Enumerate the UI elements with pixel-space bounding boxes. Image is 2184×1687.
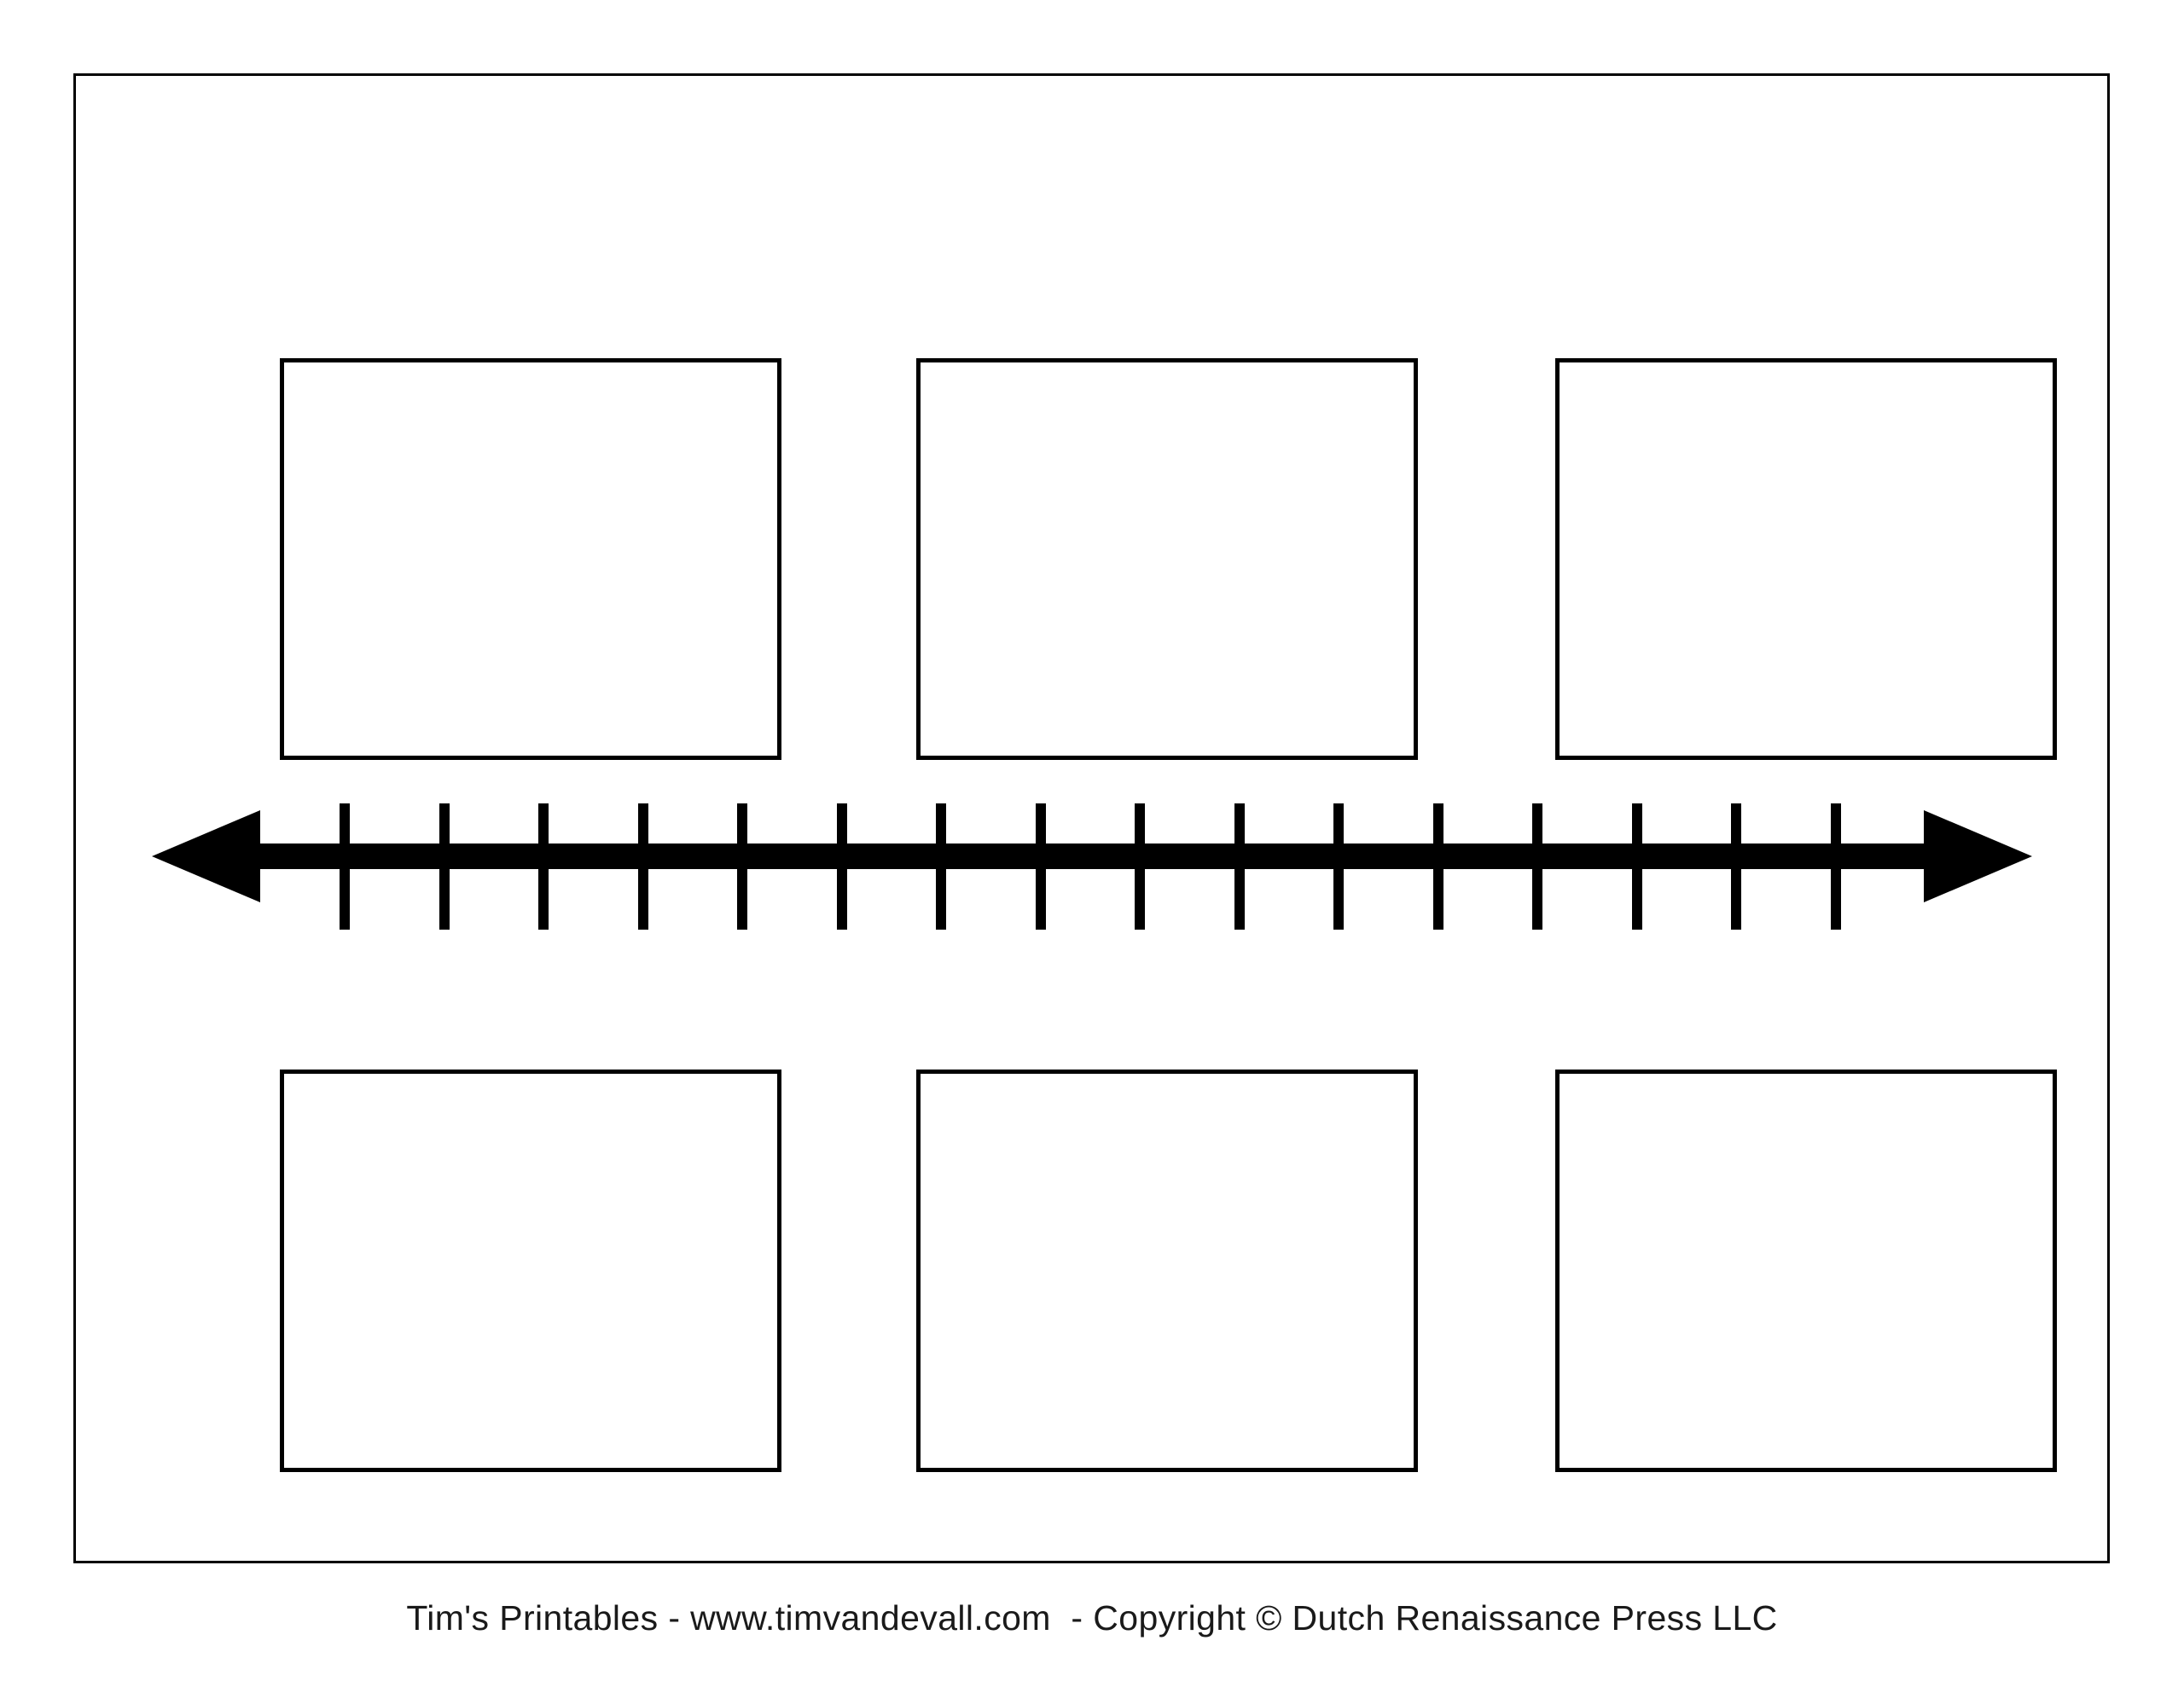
number-line[interactable] bbox=[0, 759, 2184, 930]
number-line-graphic bbox=[152, 803, 2032, 930]
arrow-right-icon bbox=[1924, 810, 2032, 902]
top-box-3[interactable] bbox=[1555, 358, 2057, 760]
arrow-left-icon bbox=[152, 810, 260, 902]
bottom-box-1[interactable] bbox=[280, 1070, 781, 1472]
top-box-2[interactable] bbox=[916, 358, 1418, 760]
footer-credit-text: Tim's Printables - www.timvandevall.com … bbox=[406, 1598, 1778, 1638]
top-box-1[interactable] bbox=[280, 358, 781, 760]
number-line-shaft bbox=[256, 844, 1930, 869]
bottom-box-3[interactable] bbox=[1555, 1070, 2057, 1472]
bottom-box-2[interactable] bbox=[916, 1070, 1418, 1472]
page-border-frame bbox=[73, 73, 2110, 1563]
